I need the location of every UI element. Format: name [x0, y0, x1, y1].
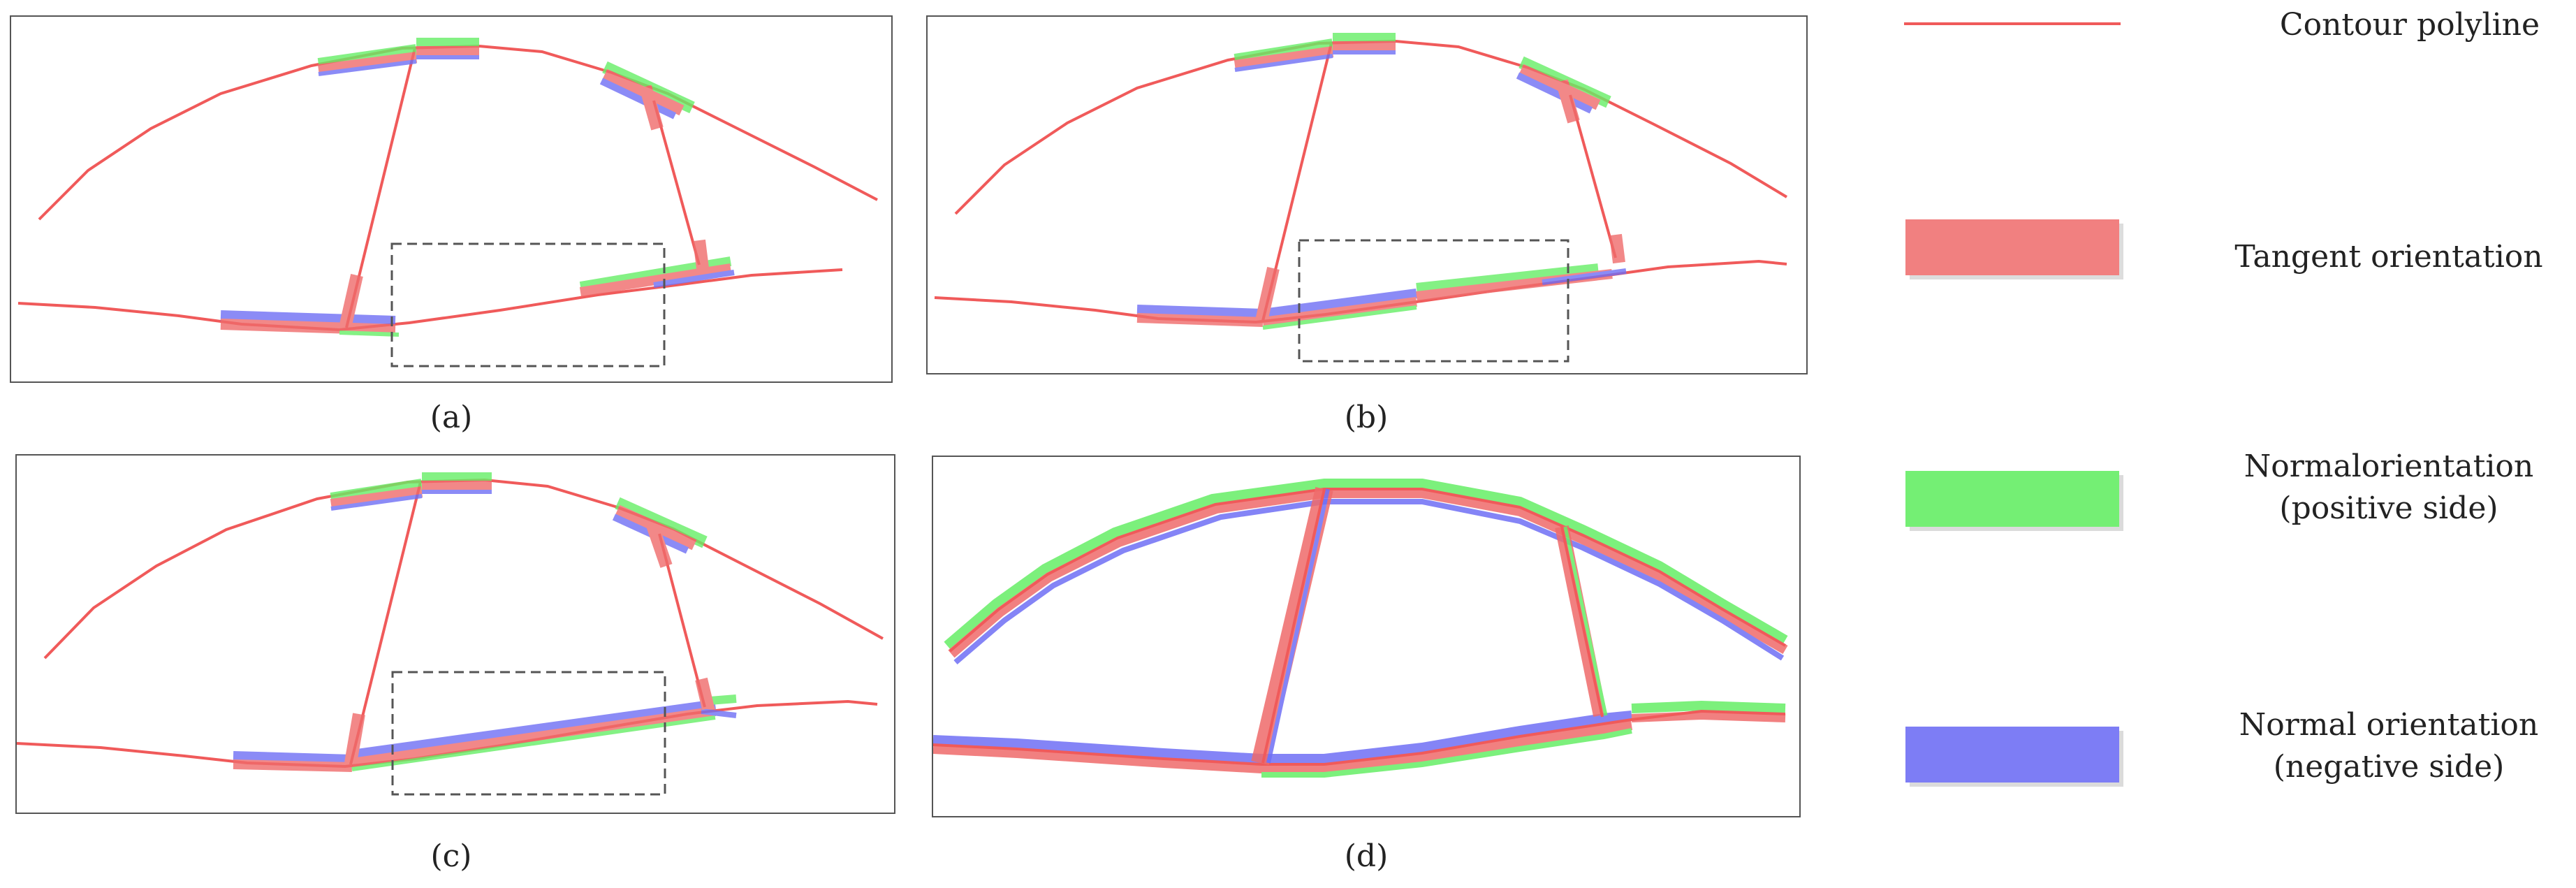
left-connector — [1261, 488, 1326, 764]
bottom-right-strips — [579, 239, 735, 297]
panel-c-drawing — [17, 472, 884, 796]
caption-d: (d) — [1344, 838, 1389, 874]
dashed-focus-box — [390, 242, 666, 367]
legend-normal-positive-label-2: (positive side) — [2279, 490, 2498, 526]
bottom-contour — [933, 709, 1786, 766]
bottom-strips — [1136, 233, 1627, 330]
caption-a: (a) — [430, 400, 473, 435]
right-connector — [652, 100, 701, 265]
panel-a-drawing — [17, 38, 878, 367]
legend-normal-negative-label-1: Normal orientation — [2239, 707, 2539, 743]
panel-b-drawing — [934, 33, 1788, 363]
legend-contour: Contour polyline — [1886, 0, 2576, 56]
dashed-focus-box — [391, 671, 666, 796]
legend-contour-label: Contour polyline — [2279, 7, 2540, 43]
legend-normal-negative-label-2: (negative side) — [2273, 749, 2505, 785]
legend-normal-positive-bar — [1905, 471, 2119, 527]
top-left-strips — [330, 472, 492, 511]
top-left-strips — [317, 38, 479, 76]
bottom-strips — [233, 677, 737, 772]
top-contour — [43, 478, 884, 660]
top-right-strips — [599, 61, 695, 131]
dashed-focus-box — [1298, 239, 1569, 363]
top-left-strips — [1234, 33, 1396, 72]
right-connector — [1560, 526, 1604, 718]
top-contour — [954, 39, 1788, 215]
right-connector — [1569, 94, 1617, 259]
legend-contour-line — [1904, 22, 2121, 25]
legend-normal-negative: Normal orientation (negative side) — [1886, 706, 2576, 817]
legend-normal-negative-bar — [1905, 727, 2119, 783]
bottom-left-strips — [220, 274, 400, 337]
top-contour-strips — [944, 479, 1788, 665]
top-right-strips — [612, 497, 708, 568]
top-contour — [38, 44, 878, 221]
legend-normal-positive-label-1: Normalorientation — [2244, 449, 2534, 484]
bottom-contour — [17, 268, 843, 332]
panel-a — [10, 15, 893, 383]
legend-normal-positive: Normalorientation (positive side) — [1886, 447, 2576, 559]
top-contour — [949, 488, 1787, 653]
legend-tangent-label: Tangent orientation — [2234, 239, 2543, 275]
top-right-strips — [1516, 56, 1611, 124]
panel-b — [926, 15, 1808, 374]
caption-b: (b) — [1344, 400, 1389, 435]
panel-d-drawing — [933, 479, 1788, 778]
panel-c — [15, 454, 895, 814]
legend-tangent-bar — [1905, 219, 2119, 275]
panel-d — [932, 456, 1801, 817]
caption-c: (c) — [430, 838, 472, 874]
legend-tangent: Tangent orientation — [1886, 210, 2576, 293]
